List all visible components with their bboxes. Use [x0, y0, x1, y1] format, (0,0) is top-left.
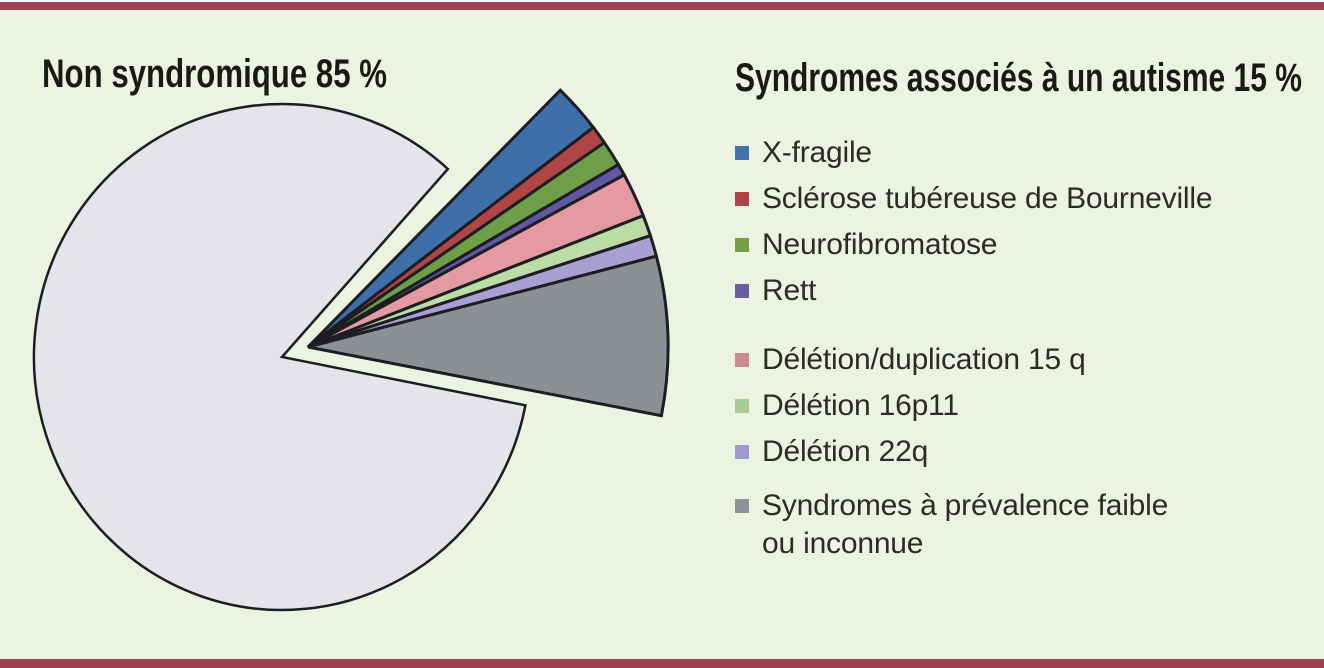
legend-swatch-icon — [735, 353, 749, 367]
legend-item-0: X-fragile — [735, 130, 1212, 176]
legend-item-4: Délétion/duplication 15 q — [735, 337, 1212, 383]
legend-item-7: Syndromes à prévalence faible ou inconnu… — [735, 487, 1212, 563]
legend-item-6: Délétion 22q — [735, 429, 1212, 475]
legend-item-label: Syndromes à prévalence faible ou inconnu… — [762, 489, 1169, 560]
legend-swatch-icon — [735, 284, 749, 298]
legend-swatch-icon — [735, 499, 749, 513]
top-rule — [0, 2, 1324, 10]
legend-item-label: Délétion 22q — [762, 435, 929, 468]
legend-swatch-icon — [735, 445, 749, 459]
legend-item-2: Neurofibromatose — [735, 222, 1212, 268]
legend-item-label: Délétion/duplication 15 q — [762, 343, 1086, 376]
legend-item-label: Délétion 16p11 — [762, 389, 959, 422]
legend-item-label: Neurofibromatose — [762, 228, 998, 261]
pie-slice-7 — [307, 254, 670, 418]
legend-swatch-icon — [735, 238, 749, 252]
top-white-strip — [0, 0, 1324, 2]
legend-item-5: Délétion 16p11 — [735, 383, 1212, 429]
bottom-rule — [0, 659, 1324, 668]
legend-swatch-icon — [735, 399, 749, 413]
legend-item-3: Rett — [735, 268, 1212, 314]
pie-slice-non-syndromique — [32, 102, 527, 612]
legend-item-label: X-fragile — [762, 136, 872, 169]
main-slice-title: Non syndromique 85 % — [42, 52, 388, 96]
legend-swatch-icon — [735, 192, 749, 206]
legend-item-label: Sclérose tubéreuse de Bourneville — [762, 182, 1213, 215]
legend-item-1: Sclérose tubéreuse de Bourneville — [735, 176, 1213, 222]
legend-swatch-icon — [735, 146, 749, 160]
legend-item-label: Rett — [762, 274, 817, 307]
legend-title: Syndromes associés à un autisme 15 % — [735, 56, 1302, 100]
